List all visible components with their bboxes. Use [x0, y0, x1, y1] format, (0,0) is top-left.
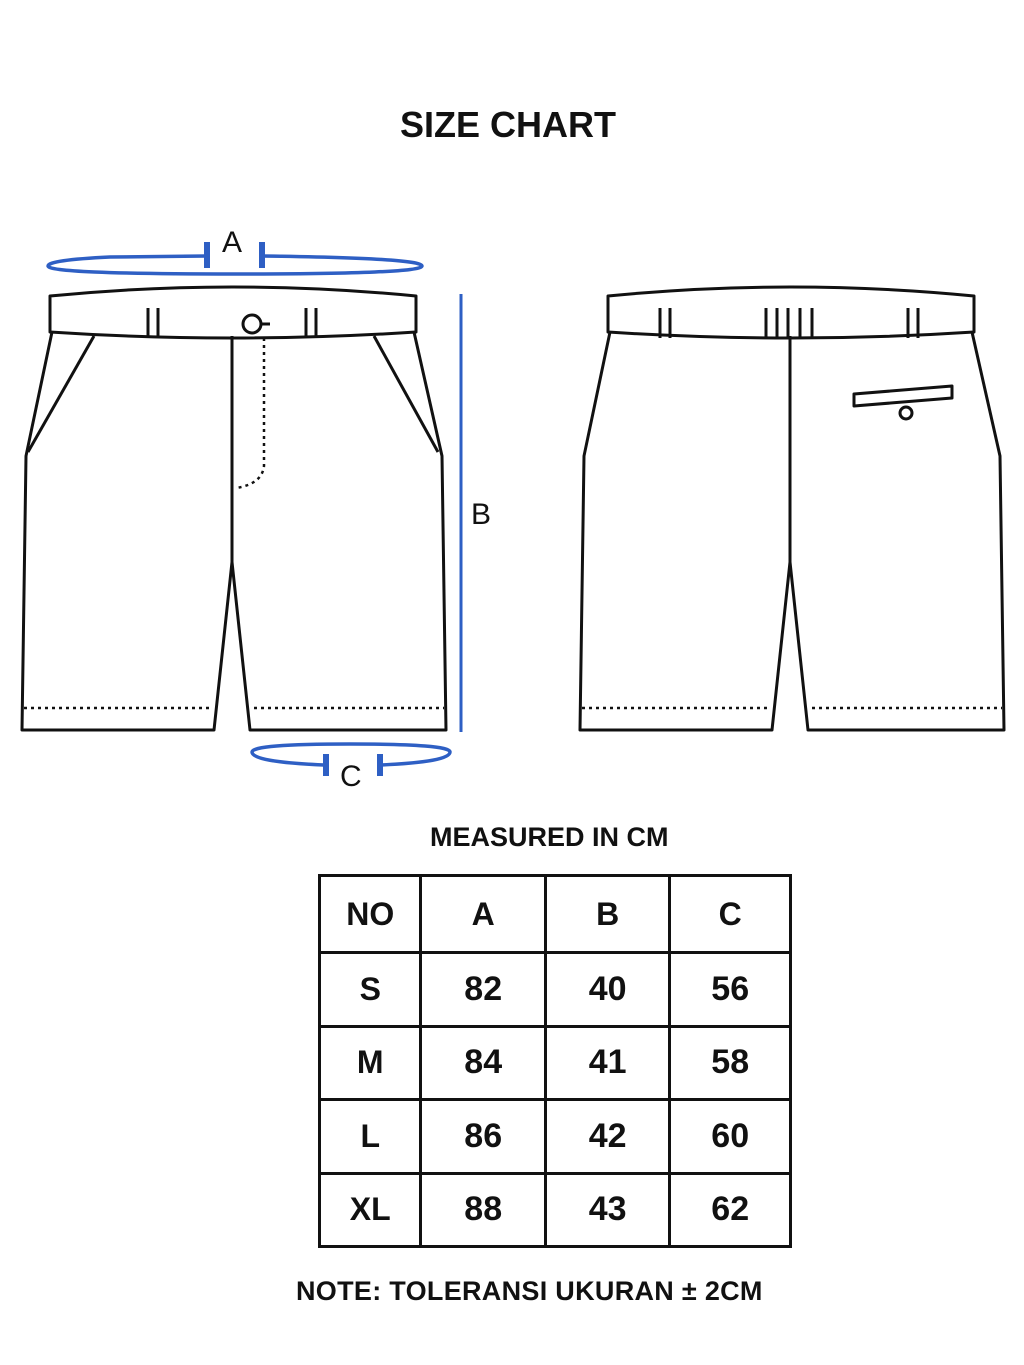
table-header: C	[668, 874, 792, 954]
size-table: NO A B C S 82 40 56 M 84 41 58 L 86 42 6…	[317, 874, 792, 1248]
table-cell: 41	[543, 1024, 672, 1101]
size-cell: S	[317, 951, 423, 1028]
front-shorts-icon	[20, 285, 448, 732]
table-header: NO	[317, 874, 423, 954]
table-row: L 86 42 60	[317, 1098, 792, 1175]
table-header-row: NO A B C	[317, 874, 792, 954]
table-cell: 62	[668, 1171, 792, 1248]
table-cell: 40	[543, 951, 672, 1028]
tolerance-note: NOTE: TOLERANSI UKURAN ± 2CM	[296, 1276, 763, 1306]
table-row: S 82 40 56	[317, 951, 792, 1028]
table-cell: 86	[419, 1098, 547, 1175]
size-cell: L	[317, 1098, 423, 1175]
size-cell: XL	[317, 1171, 423, 1248]
page-title: SIZE CHART	[400, 104, 616, 145]
table-header: A	[419, 874, 547, 954]
label-c: C	[340, 760, 362, 793]
size-cell: M	[317, 1024, 423, 1101]
table-cell: 60	[668, 1098, 792, 1175]
waist-measure-a	[46, 242, 424, 276]
leg-opening-measure-c	[250, 742, 452, 776]
table-cell: 84	[419, 1024, 547, 1101]
label-a: A	[222, 226, 242, 259]
table-cell: 56	[668, 951, 792, 1028]
table-cell: 82	[419, 951, 547, 1028]
table-cell: 58	[668, 1024, 792, 1101]
table-cell: 43	[543, 1171, 672, 1248]
unit-note: MEASURED IN CM	[430, 822, 669, 852]
table-cell: 42	[543, 1098, 672, 1175]
label-b: B	[471, 498, 491, 531]
table-header: B	[543, 874, 672, 954]
table-cell: 88	[419, 1171, 547, 1248]
shorts-diagram: A B C	[20, 226, 1006, 793]
table-row: XL 88 43 62	[317, 1171, 792, 1248]
table-row: M 84 41 58	[317, 1024, 792, 1101]
back-shorts-icon	[578, 285, 1006, 732]
